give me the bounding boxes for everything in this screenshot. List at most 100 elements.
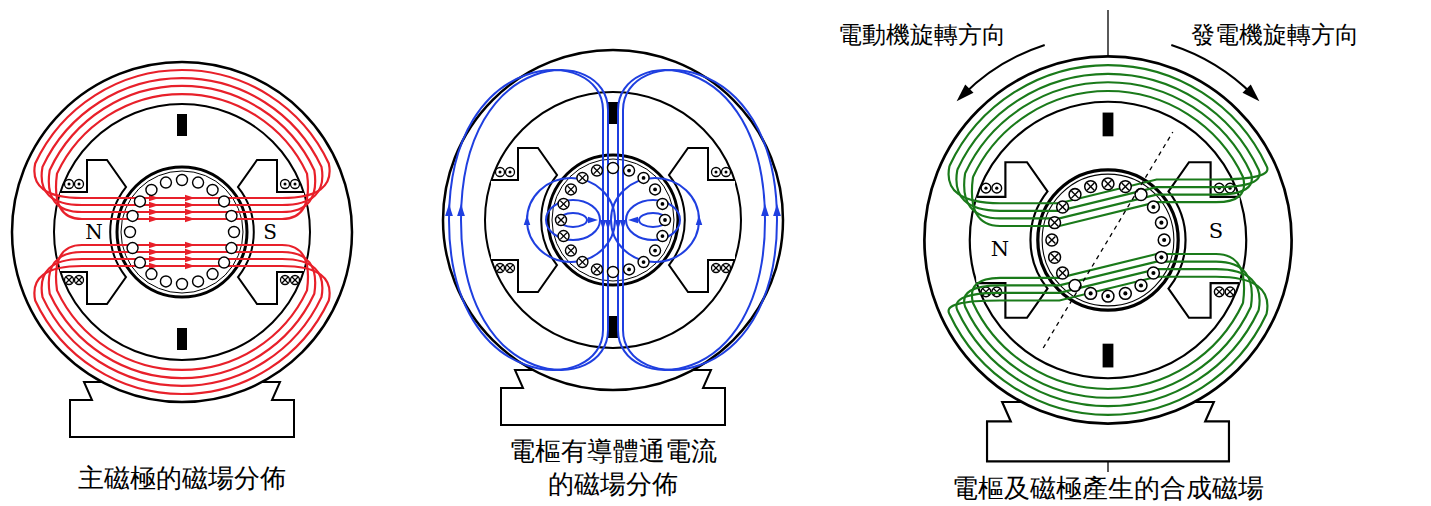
current-in-cross — [579, 259, 586, 266]
current-in-cross — [594, 167, 601, 174]
conductor-ring — [134, 196, 145, 207]
conductor-ring — [207, 184, 218, 195]
conductor — [1085, 287, 1097, 299]
current-in-cross — [1059, 269, 1066, 276]
conductor-ring — [657, 231, 668, 242]
field-line — [449, 70, 603, 370]
conductor-ring — [556, 215, 567, 226]
conductor — [1119, 181, 1131, 193]
conductor — [591, 165, 602, 176]
conductor — [219, 257, 230, 268]
field-line-bundle — [611, 70, 781, 370]
conductor-ring — [638, 172, 649, 183]
field-line — [461, 70, 608, 370]
arrow-head — [185, 195, 195, 202]
current-out-dot — [661, 202, 665, 206]
conductor-ring — [638, 257, 649, 268]
current-in-cross — [1122, 183, 1129, 190]
conductor-ring — [1119, 181, 1131, 193]
conductor — [1046, 234, 1058, 246]
current-in-cross — [594, 266, 601, 273]
conductor — [146, 269, 157, 280]
field-line — [56, 94, 308, 219]
conductor — [624, 165, 635, 176]
conductor-ring — [226, 243, 237, 254]
conductor — [127, 243, 138, 254]
conductor — [660, 215, 671, 226]
conductor-ring — [1119, 287, 1131, 299]
conductor-ring — [1102, 290, 1114, 302]
arrow-head — [185, 242, 195, 249]
current-out-dot — [1151, 271, 1155, 275]
current-in-cross — [568, 186, 575, 193]
conductor — [177, 279, 188, 290]
current-in-cross — [1051, 219, 1058, 226]
pole-letter: S — [1209, 218, 1223, 244]
conductor — [608, 163, 619, 174]
conductor-ring — [219, 257, 230, 268]
conductor-ring — [1085, 287, 1097, 299]
field-loop — [527, 178, 615, 262]
field-line — [618, 70, 765, 370]
conductor — [207, 184, 218, 195]
current-in-cross — [1071, 191, 1078, 198]
current-in-cross — [579, 175, 586, 182]
rotation-arrows — [952, 45, 1263, 106]
conductor-ring — [591, 165, 602, 176]
current-in-cross — [1059, 269, 1066, 276]
current-in-cross — [1087, 183, 1094, 190]
machine-frame — [443, 50, 783, 425]
conductor — [207, 269, 218, 280]
field-line-bundle — [34, 242, 329, 394]
current-in-cross — [1122, 183, 1129, 190]
conductor-ring — [558, 198, 569, 209]
current-out-dot — [1162, 238, 1166, 242]
conductor — [1102, 178, 1114, 190]
conductor-ring — [134, 257, 145, 268]
direction-label: 發電機旋轉方向 — [1191, 20, 1359, 50]
current-out-dot — [653, 249, 657, 253]
arrow-head — [185, 249, 195, 256]
field-line-bundle — [949, 65, 1268, 226]
conductor — [558, 198, 569, 209]
field-line — [34, 70, 329, 198]
conductor-ring — [650, 245, 661, 256]
current-in-cross — [1059, 203, 1066, 210]
conductor-ring — [207, 269, 218, 280]
current-out-dot — [1106, 294, 1110, 298]
conductor-ring — [160, 276, 171, 287]
conductor-ring — [608, 267, 619, 278]
field-line — [42, 78, 323, 205]
conductor — [160, 276, 171, 287]
conductor-ring — [577, 257, 588, 268]
arrow-head — [761, 204, 769, 216]
resultant-field-figure — [924, 56, 1291, 461]
current-in-cross — [1071, 191, 1078, 198]
conductor-ring — [193, 177, 204, 188]
conductor-ring — [1158, 234, 1170, 246]
arrow-head — [185, 216, 195, 223]
arrow-head — [185, 209, 195, 216]
conductor-ring — [608, 163, 619, 174]
conductor — [577, 172, 588, 183]
field-line-bundle — [949, 254, 1268, 415]
conductor — [1147, 267, 1159, 279]
arrow-head — [149, 209, 159, 216]
pole-letter: N — [85, 220, 103, 245]
conductor — [1158, 234, 1170, 246]
conductor-ring — [1069, 189, 1081, 201]
generator-rotation-arrow — [1171, 45, 1253, 95]
arrow-head — [185, 263, 195, 270]
field-loop — [626, 200, 680, 240]
field-line — [49, 86, 315, 212]
neutral-axis — [1043, 132, 1173, 348]
field-line — [623, 70, 777, 370]
current-out-dot — [1151, 205, 1155, 209]
conductor — [608, 267, 619, 278]
conductor-ring — [1057, 201, 1069, 213]
conductor-ring — [1135, 279, 1147, 291]
figure-caption: 電樞及磁極產生的合成磁場 — [952, 472, 1264, 505]
current-out-dot — [653, 188, 657, 192]
field-loop — [546, 200, 600, 240]
arrow-head — [952, 84, 973, 105]
